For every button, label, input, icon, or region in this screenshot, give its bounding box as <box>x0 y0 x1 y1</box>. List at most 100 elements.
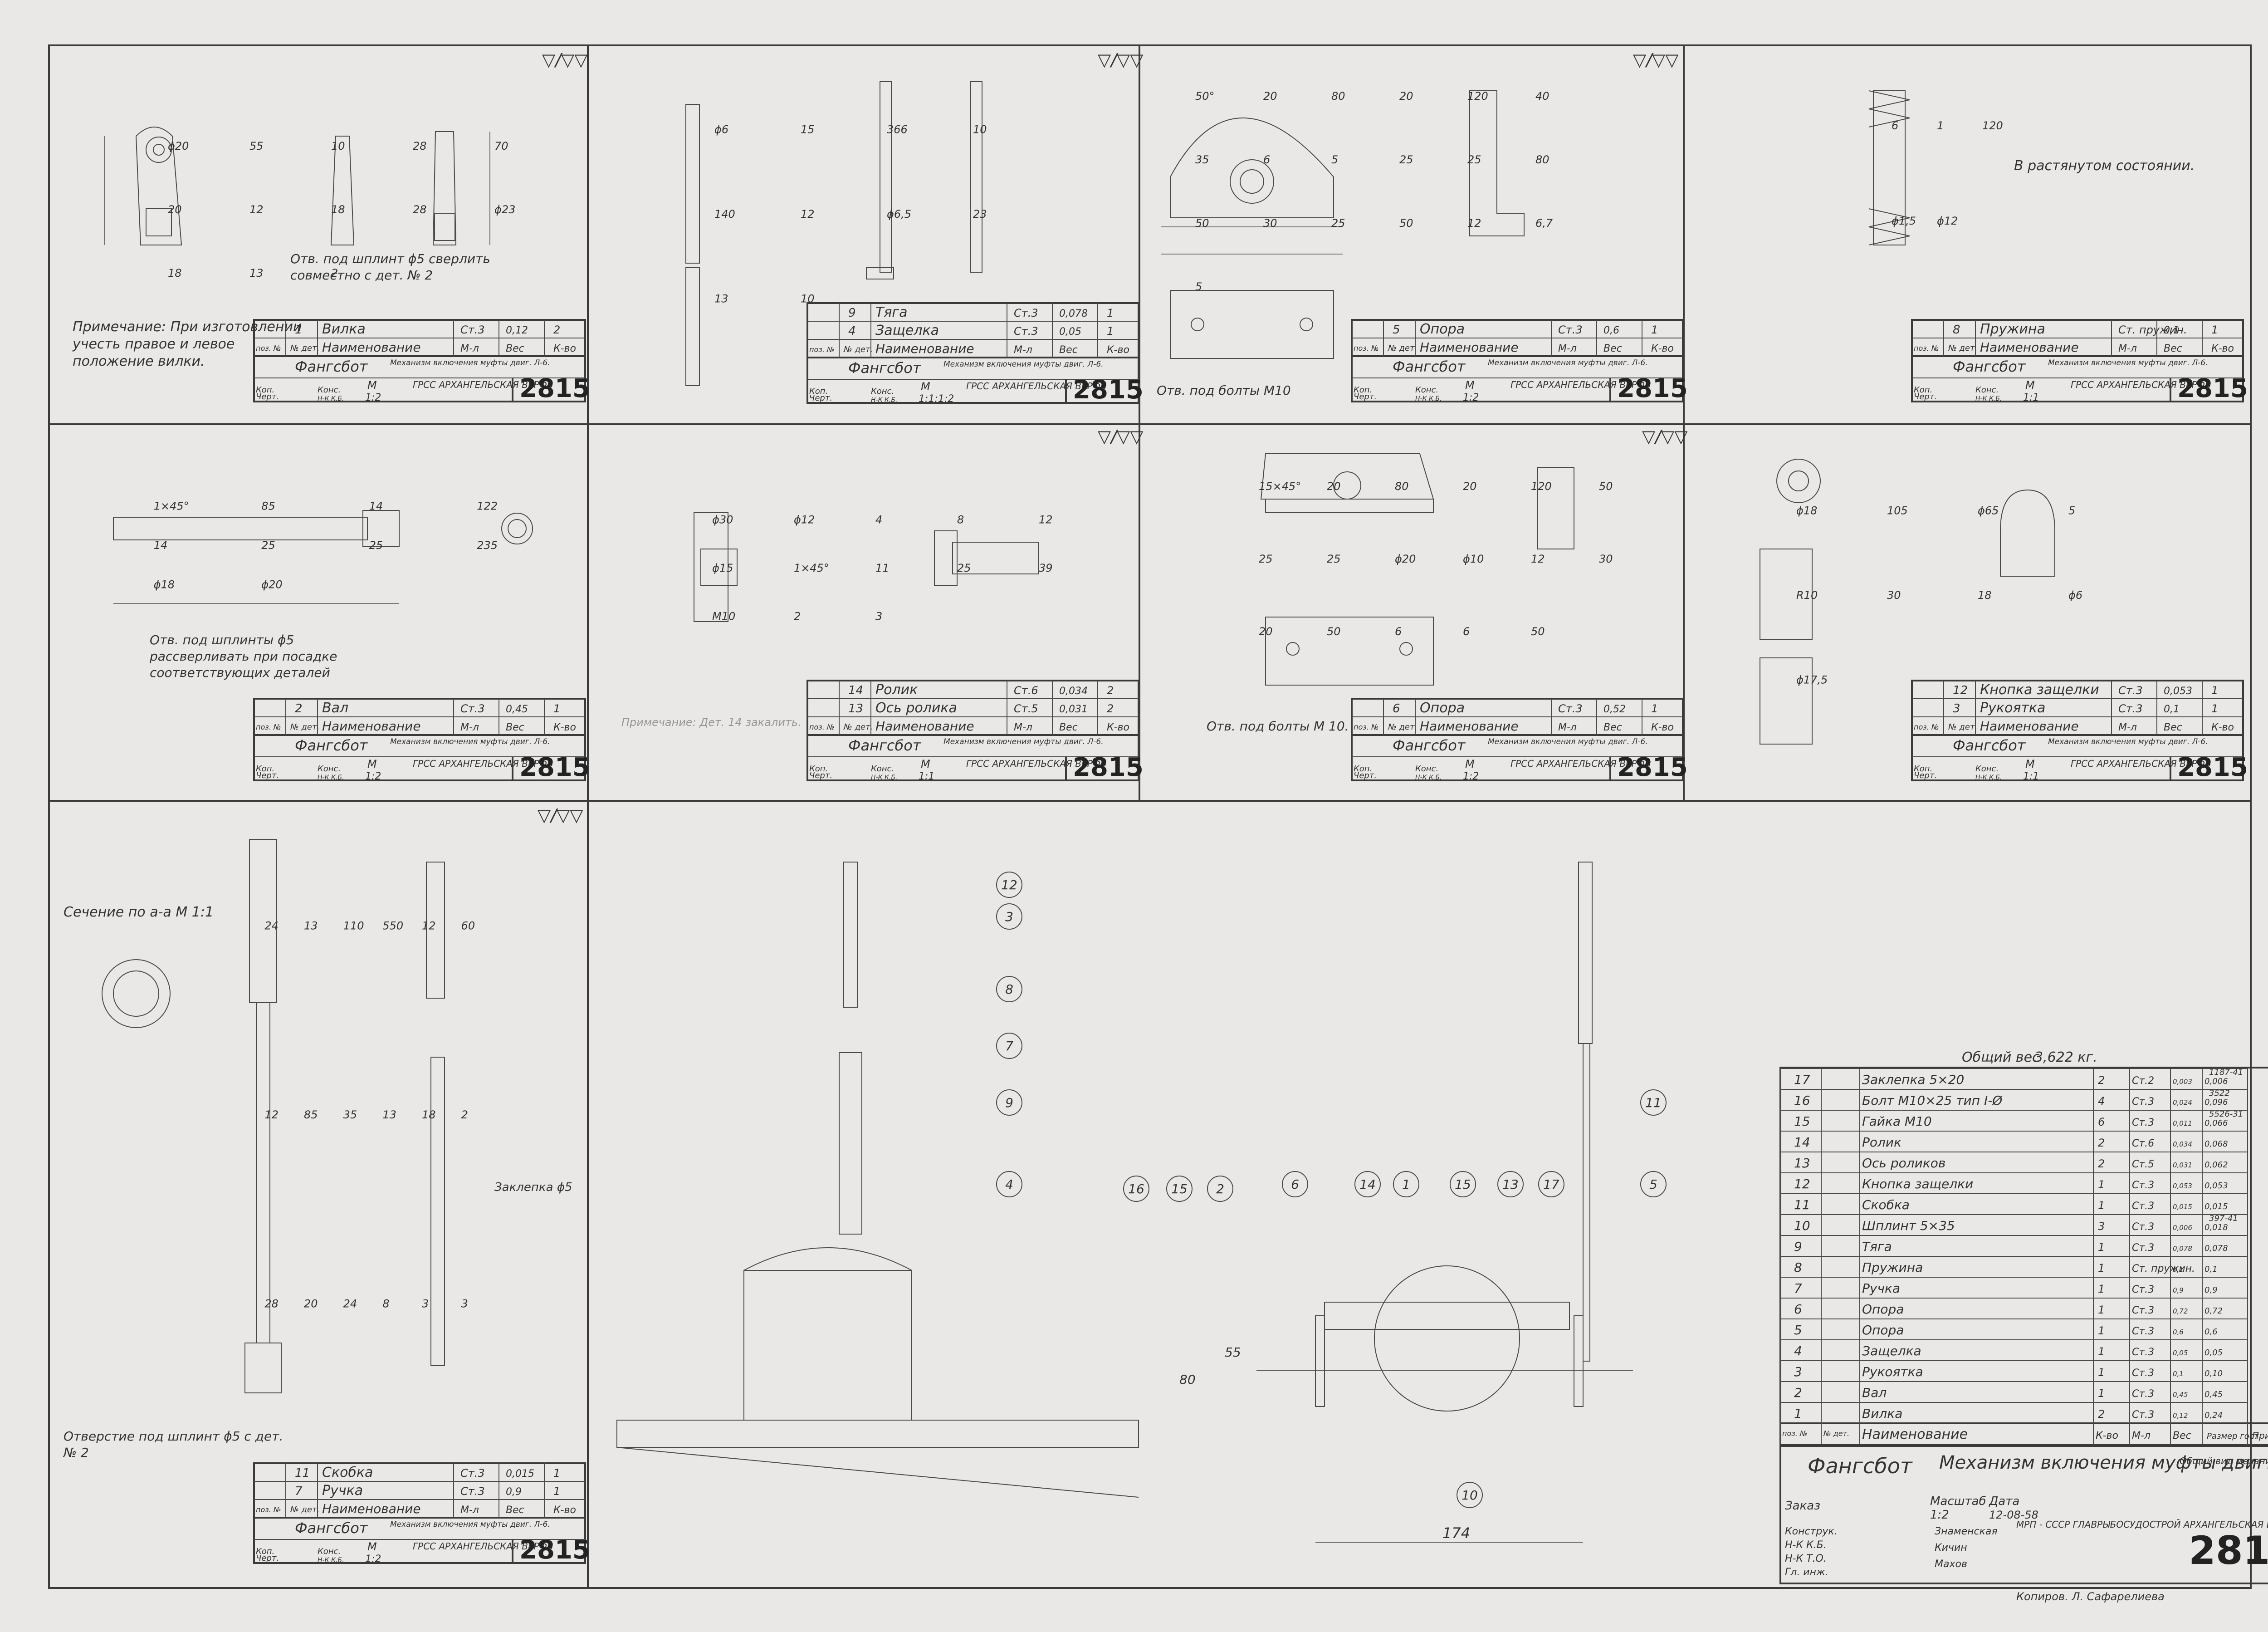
label-scale: М <box>367 379 377 392</box>
assembly-front-view <box>616 862 1139 1498</box>
part-name: Опора <box>1420 700 1465 716</box>
label-name: Наименование <box>322 719 421 734</box>
part-material: Ст.3 <box>1014 325 1038 338</box>
fork-drawing <box>104 127 490 245</box>
part-number: 14 <box>848 684 863 697</box>
dimension-label: 80 <box>1395 480 1409 493</box>
label-drawn: Черт. <box>1914 771 1937 780</box>
label-qty: К-во <box>1651 722 1674 733</box>
part-material: Ст.3 <box>1558 702 1583 715</box>
bom-item-qty: 6 <box>2098 1116 2105 1128</box>
label-head: Н-К К.Б. <box>1415 774 1442 781</box>
copied-by: Копиров. Л. Сафарелиева <box>2016 1590 2165 1603</box>
bom-item-material: Ст.3 <box>2132 1096 2154 1108</box>
bom-item-number: 5 <box>1794 1323 1802 1338</box>
bom-label-part-no: № дет. <box>1823 1429 1849 1438</box>
assembly-callout-8: 8 <box>996 976 1022 1002</box>
bom-item-name: Гайка М10 <box>1862 1114 1932 1129</box>
part-material: Ст.3 <box>460 1485 485 1498</box>
part-number: 2 <box>295 702 303 716</box>
part-material: Ст.3 <box>460 702 485 715</box>
assembly-callout-16: 16 <box>1123 1176 1149 1202</box>
support6-drawing <box>1260 453 1574 686</box>
part-qty: 1 <box>2211 702 2218 715</box>
part-material: Ст.5 <box>1014 702 1038 715</box>
callout-circle <box>1354 1171 1381 1197</box>
dimension-label: 120 <box>1467 90 1488 103</box>
dimension-label: 11 <box>875 562 890 574</box>
label-copied: Коп. <box>1914 764 1932 774</box>
panel-scale: 1:1 <box>2023 392 2039 403</box>
bom-item-name: Ручка <box>1862 1281 1900 1296</box>
dimension-label: ϕ12 <box>794 513 815 526</box>
assembly-drawing-number: 2815 <box>2189 1528 2268 1573</box>
callout-number: 15 <box>1171 1181 1188 1196</box>
dimension-label: 85 <box>261 500 275 512</box>
assembly-callout-5: 5 <box>1640 1171 1667 1197</box>
bom-item-unit-weight: 0,9 <box>2173 1286 2184 1294</box>
bom-item-name: Ось роликов <box>1862 1156 1945 1171</box>
dimension-label: 50 <box>1399 217 1413 230</box>
assembly-dim-55: 55 <box>1225 1345 1241 1360</box>
title-block-frame <box>1351 319 1684 402</box>
part-material: Ст.3 <box>1558 323 1583 336</box>
bom-item-name: Пружина <box>1862 1260 1923 1275</box>
bom-item-name: Ролик <box>1862 1135 1901 1150</box>
bom-item-total-weight: 0,05 <box>2204 1348 2223 1358</box>
assembly-title: Механизм включения муфты двиг. Л-6. <box>943 737 1104 746</box>
dimension-label: 50 <box>1531 625 1545 638</box>
callout-number: 8 <box>1005 982 1013 997</box>
dimension-label: 6 <box>1263 153 1270 166</box>
dimension-label: 30 <box>1599 553 1613 565</box>
part-weight: 0,52 <box>1603 704 1626 715</box>
label-date: Дата <box>1989 1495 2019 1508</box>
bom-label-qty: К-во <box>2096 1430 2118 1441</box>
bom-item-number: 14 <box>1794 1135 1810 1150</box>
bom-item-name: Опора <box>1862 1302 1904 1317</box>
organization: ГРСС АРХАНГЕЛЬСКАЯ ВЕРФЬ <box>1510 758 1651 769</box>
part-number: 8 <box>1953 323 1960 337</box>
label-part-no: № дет. <box>1388 722 1417 732</box>
label-consultant: Конс. <box>871 764 894 774</box>
label-drawn: Черт. <box>1354 771 1377 780</box>
dimension-label: 15 <box>801 123 815 136</box>
label-qty: К-во <box>1107 344 1129 356</box>
title-block-frame <box>1351 698 1684 781</box>
callout-number: 14 <box>1359 1177 1376 1192</box>
bom-item-name: Болт М10×25 тип I-Ø <box>1862 1093 2003 1108</box>
callout-number: 3 <box>1005 909 1013 924</box>
bom-item-number: 3 <box>1794 1364 1802 1379</box>
bom-item-material: Ст.3 <box>2132 1409 2154 1421</box>
part-number: 7 <box>295 1485 303 1498</box>
bom-item-number: 8 <box>1794 1260 1802 1275</box>
part-number: 6 <box>1393 702 1400 716</box>
label-copied: Коп. <box>809 387 828 396</box>
label-assembly-scale: Масштаб <box>1930 1495 1986 1508</box>
bom-item-name: Тяга <box>1862 1239 1892 1254</box>
dimension-label: 20 <box>1263 90 1277 103</box>
bom-item-total-weight: 0,015 <box>2204 1202 2228 1211</box>
assembly-callout-7: 7 <box>996 1033 1022 1059</box>
dimension-label: 8 <box>382 1298 389 1310</box>
assembly-title: Механизм включения муфты двиг. Л-6. <box>2048 737 2208 746</box>
title-block-frame <box>1911 680 2244 781</box>
bom-item-material: Ст.5 <box>2132 1159 2154 1170</box>
part-material: Ст.3 <box>1014 307 1038 319</box>
bom-item-material: Ст.2 <box>2132 1075 2154 1087</box>
callout-number: 7 <box>1005 1039 1013 1054</box>
shaft-drawing <box>113 510 533 604</box>
dimension-label: 3 <box>875 610 882 623</box>
bom-item-name: Заклепка 5×20 <box>1862 1072 1964 1087</box>
dimension-label: 23 <box>973 208 987 221</box>
dimension-label: 6 <box>1395 625 1402 638</box>
dimension-label: 28 <box>264 1298 279 1310</box>
dimension-label: 25 <box>369 539 383 552</box>
panel-scale: 1:2 <box>1463 392 1479 403</box>
bom-item-qty: 1 <box>2098 1262 2105 1274</box>
part-number: 3 <box>1953 702 1960 716</box>
part-number: 4 <box>848 324 856 338</box>
bom-item-unit-weight: 0,078 <box>2173 1245 2192 1253</box>
bom-item-total-weight: 0,1 <box>2204 1264 2218 1274</box>
label-copied: Коп. <box>1354 764 1372 774</box>
